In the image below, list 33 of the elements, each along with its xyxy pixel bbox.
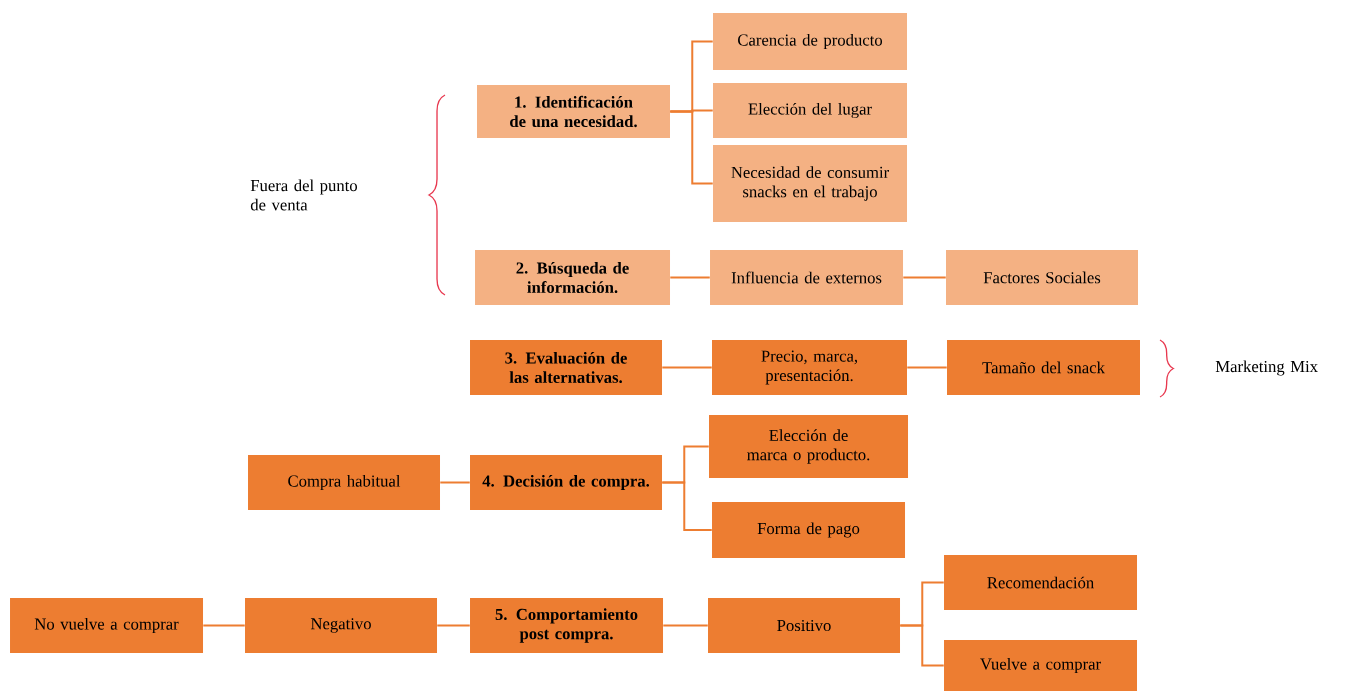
process-box: Elección de marca o producto. xyxy=(709,415,908,478)
step-box: 5. Comportamiento post compra. xyxy=(470,598,663,653)
process-box: Recomendación xyxy=(944,555,1137,610)
connector-line xyxy=(661,481,713,531)
step-box: 1. Identificación de una necesidad. xyxy=(477,85,670,138)
connector-line xyxy=(669,276,711,279)
annotation-text: Marketing Mix xyxy=(1215,360,1318,376)
process-box: Tamaño del snack xyxy=(947,340,1140,395)
process-box: Negativo xyxy=(245,598,437,653)
connector-line xyxy=(662,624,709,627)
process-box: Influencia de externos xyxy=(710,250,903,305)
connector-line xyxy=(436,624,471,627)
step-box: 2. Búsqueda de información. xyxy=(475,250,670,305)
process-box: No vuelve a comprar xyxy=(10,598,203,653)
connector-line xyxy=(906,366,948,369)
connector-line xyxy=(661,366,713,369)
process-box: Necesidad de consumir snacks en el trabajo xyxy=(713,145,907,222)
process-box: Compra habitual xyxy=(248,455,440,510)
process-box: Vuelve a comprar xyxy=(944,640,1137,691)
connector-line xyxy=(439,481,471,484)
process-box: Elección del lugar xyxy=(713,83,907,138)
connector-line xyxy=(202,624,246,627)
connector-line xyxy=(899,624,945,667)
process-box: Carencia de producto xyxy=(713,13,907,70)
step-box: 3. Evaluación de las alternativas. xyxy=(470,340,662,395)
process-box: Factores Sociales xyxy=(946,250,1138,305)
process-box: Positivo xyxy=(708,598,900,653)
annotation-text: Fuera del punto de venta xyxy=(250,179,357,211)
process-box: Forma de pago xyxy=(712,502,905,558)
step-box: 4. Decisión de compra. xyxy=(470,455,662,510)
connector-line xyxy=(902,276,947,279)
connector-line xyxy=(669,110,714,185)
process-box: Precio, marca, presentación. xyxy=(712,340,907,395)
